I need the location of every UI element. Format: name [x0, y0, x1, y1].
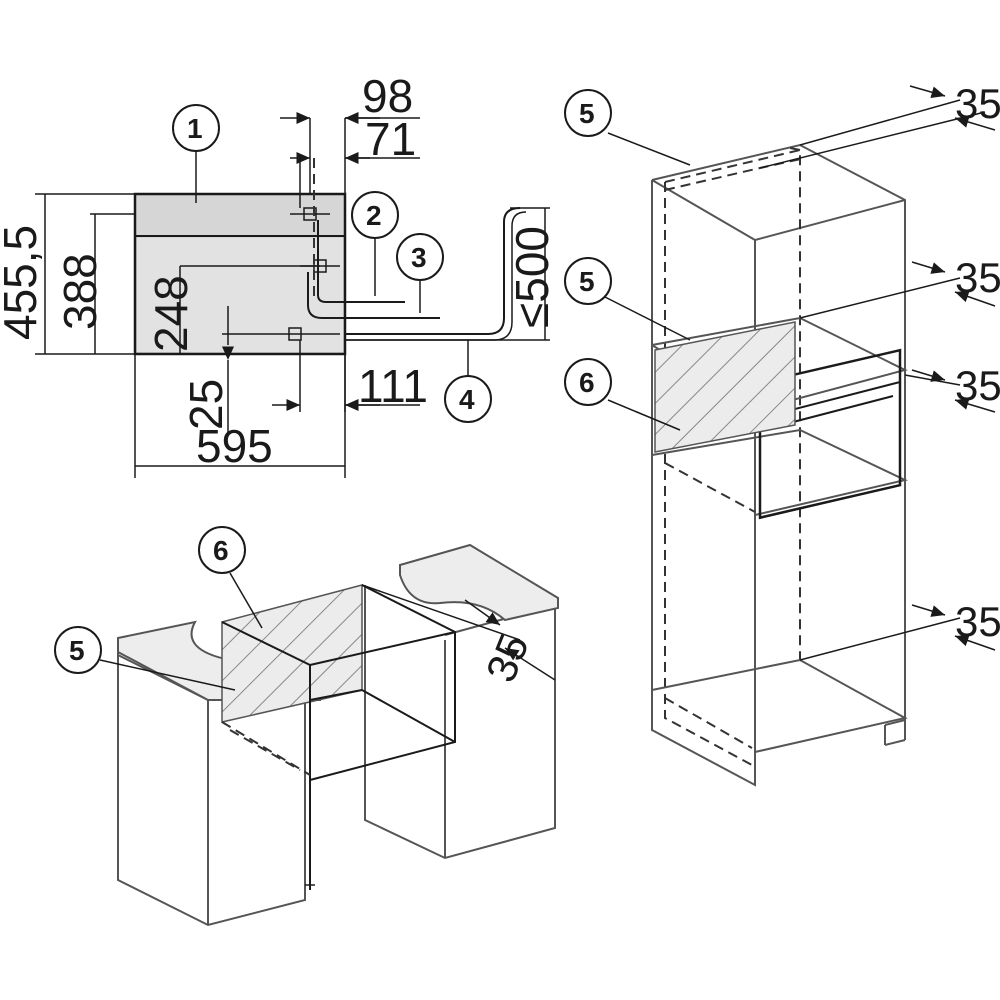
svg-text:35: 35	[955, 80, 1000, 127]
dim-248: 248	[145, 275, 197, 352]
gap-35-middle: 35	[904, 362, 1000, 413]
ventilation-area	[654, 321, 796, 453]
callout-5-base: 5	[54, 626, 236, 691]
callout-5-top: 5	[564, 89, 691, 166]
dim-500: ≤500	[506, 226, 558, 328]
base-cabinet: 35 6 5	[54, 526, 559, 927]
gap-35-upper: 35	[799, 254, 1000, 319]
callout-5-middle: 5	[564, 257, 691, 341]
callout-1: 1	[172, 104, 220, 203]
dim-98: 98	[362, 70, 413, 122]
svg-text:6: 6	[579, 367, 595, 398]
callout-3: 3	[396, 233, 444, 313]
svg-text:35: 35	[955, 362, 1000, 409]
base-ventilation-area	[221, 584, 363, 723]
dim-71: 71	[365, 113, 416, 165]
callout-6-base: 6	[198, 526, 263, 629]
gap-35-top: 35	[759, 80, 1000, 169]
svg-text:35: 35	[955, 254, 1000, 301]
tall-cabinet: 35 35 35 35 5 5	[564, 80, 1000, 787]
dim-595: 595	[196, 420, 273, 472]
dim-111: 111	[358, 360, 428, 412]
dim-455-5: 455,5	[0, 225, 46, 340]
callout-4: 4	[444, 340, 492, 423]
svg-text:4: 4	[459, 384, 475, 415]
svg-text:5: 5	[579, 266, 595, 297]
dim-388: 388	[54, 253, 106, 330]
svg-text:3: 3	[411, 242, 427, 273]
connection-points	[180, 207, 340, 345]
gap-35-bottom: 35	[799, 598, 1000, 661]
svg-text:35: 35	[477, 627, 538, 688]
dim-25: 25	[180, 379, 232, 430]
svg-text:6: 6	[213, 535, 229, 566]
svg-text:5: 5	[69, 635, 85, 666]
callout-2: 2	[351, 191, 399, 296]
front-view: 98 71 455,5 388 248 25 111 595	[0, 70, 558, 478]
svg-text:2: 2	[366, 200, 382, 231]
svg-text:35: 35	[955, 598, 1000, 645]
callout-6-tall: 6	[564, 358, 681, 431]
worktop-right	[399, 543, 559, 622]
svg-text:1: 1	[187, 113, 203, 144]
svg-text:5: 5	[579, 98, 595, 129]
